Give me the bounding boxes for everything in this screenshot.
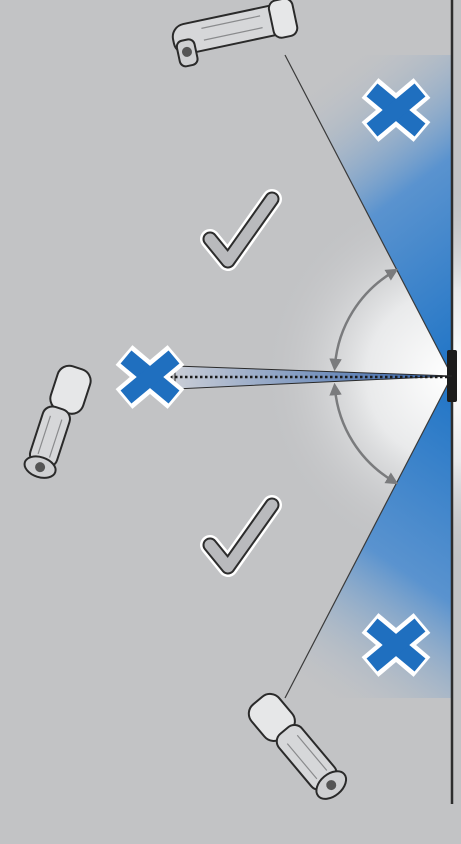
x-mark-icon bbox=[370, 88, 422, 132]
barcode-scanner-icon bbox=[170, 0, 301, 68]
check-mark-icon bbox=[210, 505, 272, 567]
x-mark-icon bbox=[370, 623, 422, 667]
barcode-scanner-icon bbox=[22, 361, 94, 483]
x-mark-icon bbox=[124, 355, 176, 399]
barcode-scanner-icon bbox=[244, 688, 351, 806]
check-mark-icon bbox=[210, 199, 272, 261]
